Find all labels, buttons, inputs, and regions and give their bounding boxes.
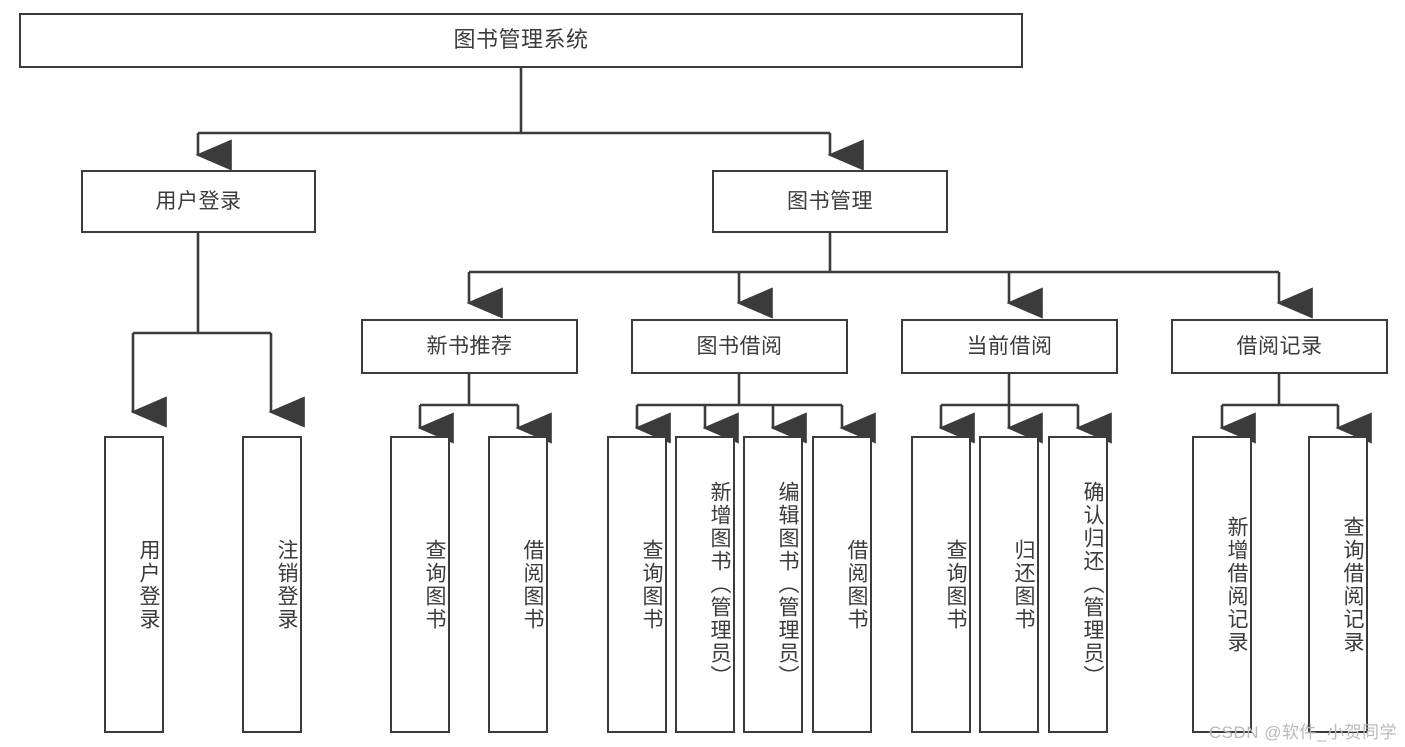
watermark: CSDN @软件_小贺同学 bbox=[1208, 723, 1397, 742]
leaf-user-login[interactable]: 用户登录 bbox=[104, 436, 164, 733]
leaf-query-borrow-record[interactable]: 查询借阅记录 bbox=[1308, 436, 1368, 733]
leaf-query-book-recommend[interactable]: 查询图书 bbox=[390, 436, 450, 733]
node-root-system[interactable]: 图书管理系统 bbox=[19, 13, 1023, 68]
node-user-login[interactable]: 用户登录 bbox=[81, 170, 316, 233]
leaf-edit-book[interactable]: 编辑图书（管理员） bbox=[743, 436, 803, 733]
leaf-borrow-book[interactable]: 借阅图书 bbox=[812, 436, 872, 733]
leaf-query-book-borrow[interactable]: 查询图书 bbox=[607, 436, 667, 733]
node-book-manage[interactable]: 图书管理 bbox=[712, 170, 948, 233]
leaf-add-book[interactable]: 新增图书（管理员） bbox=[675, 436, 735, 733]
node-borrow-record[interactable]: 借阅记录 bbox=[1171, 319, 1388, 374]
leaf-return-book[interactable]: 归还图书 bbox=[979, 436, 1039, 733]
leaf-confirm-return[interactable]: 确认归还（管理员） bbox=[1048, 436, 1108, 733]
node-book-borrow[interactable]: 图书借阅 bbox=[631, 319, 848, 374]
leaf-add-borrow-record[interactable]: 新增借阅记录 bbox=[1192, 436, 1252, 733]
node-current-borrow[interactable]: 当前借阅 bbox=[901, 319, 1118, 374]
node-new-book-recommend[interactable]: 新书推荐 bbox=[361, 319, 578, 374]
leaf-query-book-current[interactable]: 查询图书 bbox=[911, 436, 971, 733]
leaf-logout-login[interactable]: 注销登录 bbox=[242, 436, 302, 733]
leaf-borrow-book-recommend[interactable]: 借阅图书 bbox=[488, 436, 548, 733]
